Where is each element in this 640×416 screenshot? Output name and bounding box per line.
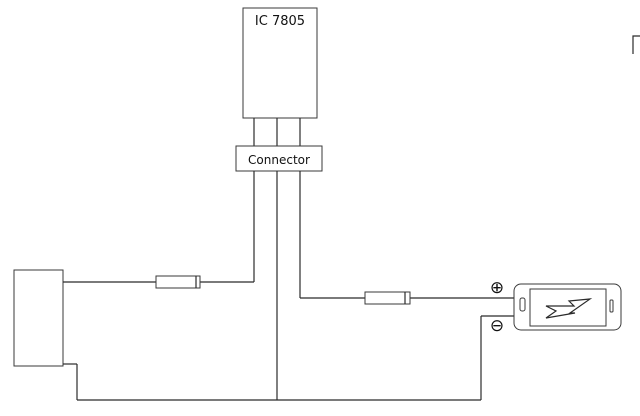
battery-icon — [13, 269, 64, 367]
connector-label: Connector — [248, 153, 310, 167]
connector-body — [235, 145, 323, 172]
smartphone-icon — [513, 283, 622, 331]
ic-pins — [253, 118, 301, 146]
resistor-icon — [155, 275, 201, 289]
phone-screen — [529, 288, 607, 327]
minus-terminal-icon: ⊖ — [490, 316, 504, 336]
resistor-icon — [364, 291, 411, 305]
ground-bus — [63, 315, 514, 401]
ic-label: IC 7805 — [255, 14, 305, 29]
edge-bracket — [632, 35, 640, 54]
plus-terminal-icon: ⊕ — [490, 278, 504, 298]
output-wire — [299, 171, 514, 299]
phone-home-button — [519, 297, 526, 312]
ic-7805-block: IC 7805 — [242, 7, 318, 119]
resistor-body — [155, 275, 201, 289]
phone-speaker — [609, 299, 614, 313]
resistor-body — [364, 291, 411, 305]
lightning-bolt-icon — [545, 298, 593, 319]
input-wire — [63, 171, 255, 283]
connector-block: Connector — [235, 145, 323, 172]
ic-body — [242, 7, 318, 119]
